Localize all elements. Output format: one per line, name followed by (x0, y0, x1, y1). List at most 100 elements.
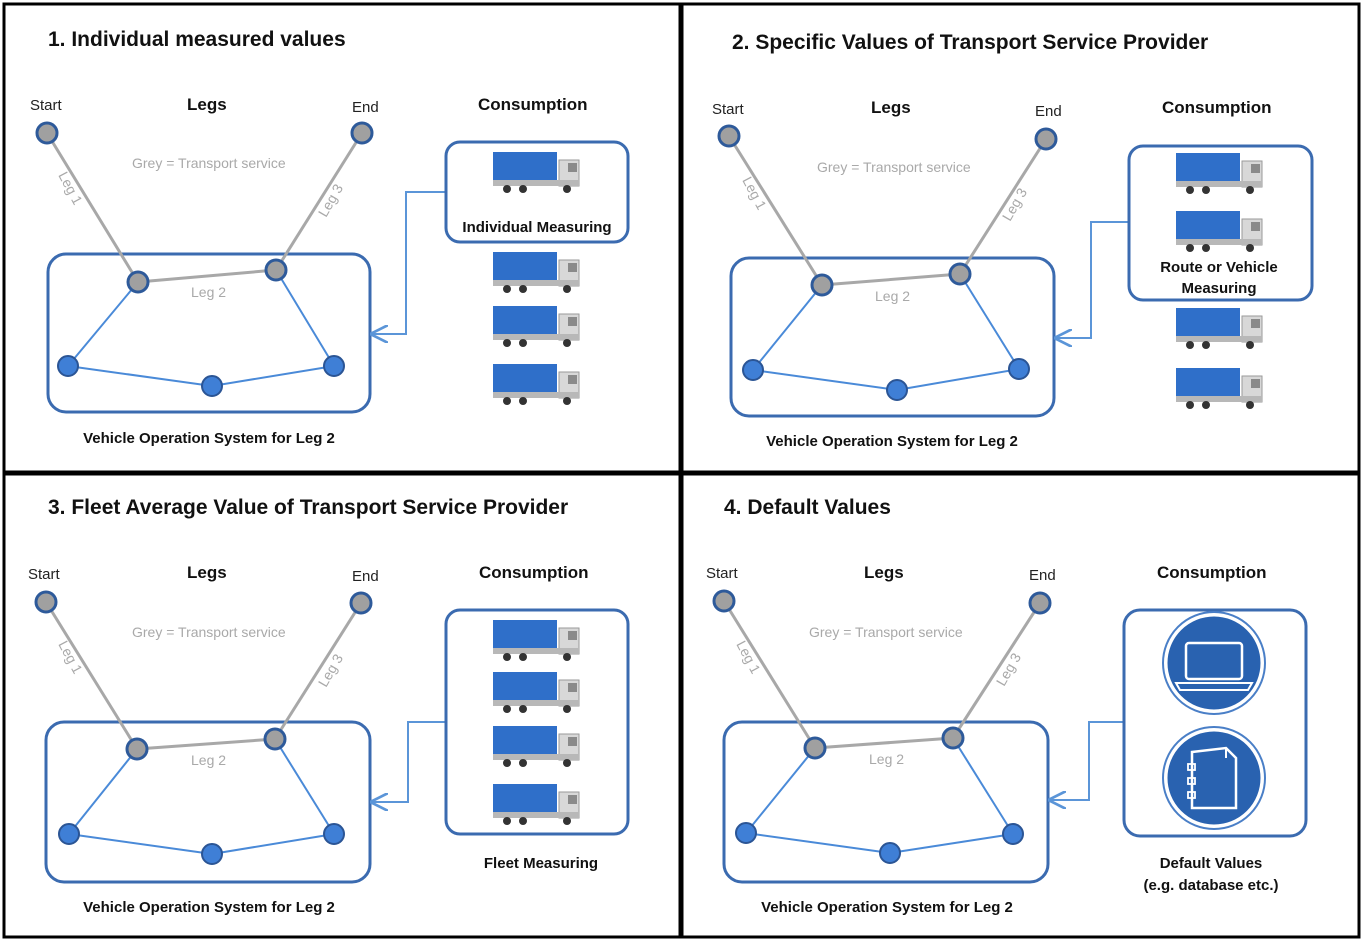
legs-header: Legs (864, 563, 904, 582)
system-label: Vehicle Operation System for Leg 2 (83, 899, 335, 916)
leg-1-line (722, 600, 817, 749)
start-node (34, 590, 58, 614)
route-line (274, 738, 335, 835)
leg-2-line (814, 736, 954, 750)
vehicle-operation-system-box (722, 720, 1050, 884)
leg-3-line (273, 602, 363, 740)
panel-title: 4. Default Values (724, 496, 891, 519)
stop-node (735, 822, 757, 844)
route-line (752, 284, 823, 371)
leg-3-line (951, 602, 1042, 739)
transfer-node (810, 273, 834, 297)
system-label: Vehicle Operation System for Leg 2 (761, 899, 1013, 916)
end-node (349, 591, 373, 615)
route-line (752, 369, 898, 391)
end-label: End (1035, 103, 1062, 120)
route-line (211, 833, 335, 855)
stop-node (201, 843, 223, 865)
legs-header: Legs (187, 95, 227, 114)
stop-node (323, 823, 345, 845)
route-line (67, 281, 139, 367)
truck-icon (492, 305, 580, 348)
stop-node (57, 355, 79, 377)
consumption-header: Consumption (479, 563, 589, 582)
route-line (275, 269, 335, 367)
connector-arrow (1056, 221, 1129, 338)
end-node (350, 121, 374, 145)
route-line (68, 833, 213, 855)
stop-node (742, 359, 764, 381)
consumption-box-label: Individual Measuring (462, 219, 611, 236)
transport-service-note: Grey = Transport service (132, 155, 286, 171)
leg-2-label: Leg 2 (191, 752, 226, 768)
start-label: Start (28, 566, 61, 583)
consumption-box-label: Fleet Measuring (484, 855, 598, 872)
route-line (745, 832, 891, 854)
consumption-box-label: Measuring (1181, 280, 1256, 297)
end-label: End (1029, 567, 1056, 584)
truck-icon (1175, 367, 1263, 410)
leg-2-line (821, 272, 961, 287)
start-node (712, 589, 736, 613)
leg-3-line (958, 138, 1048, 275)
legs-header: Legs (187, 563, 227, 582)
end-node (1034, 127, 1058, 151)
route-line (67, 365, 213, 387)
start-label: Start (30, 97, 63, 114)
route-line (68, 748, 138, 835)
stop-node (1002, 823, 1024, 845)
consumption-box-label: Route or Vehicle (1160, 259, 1278, 276)
panel-frame (2, 472, 682, 939)
book-icon (1162, 726, 1266, 830)
route-line (745, 747, 816, 834)
vehicle-operation-system-box (729, 256, 1056, 418)
transfer-node (263, 727, 287, 751)
consumption-box-label: Default Values (1160, 855, 1263, 872)
transfer-node (948, 262, 972, 286)
panel-2: 2. Specific Values of Transport Service … (680, 2, 1361, 474)
start-node (717, 124, 741, 148)
route-line (952, 737, 1014, 835)
connector-arrow (1050, 721, 1124, 800)
truck-icon (1175, 307, 1263, 350)
consumption-box-label: (e.g. database etc.) (1143, 877, 1278, 894)
route-line (896, 368, 1020, 391)
leg-1-line (727, 135, 824, 286)
panel-frame (680, 2, 1361, 474)
route-line (959, 273, 1020, 370)
panel-title: 2. Specific Values of Transport Service … (732, 31, 1208, 54)
transport-service-note: Grey = Transport service (132, 624, 286, 640)
transfer-node (126, 270, 150, 294)
truck-icon (492, 363, 580, 406)
start-label: Start (712, 101, 745, 118)
consumption-box (444, 608, 630, 836)
system-label: Vehicle Operation System for Leg 2 (766, 433, 1018, 450)
stop-node (58, 823, 80, 845)
panel-1: 1. Individual measured values Start Legs… (2, 2, 682, 474)
vehicle-operation-system-box (46, 252, 372, 414)
leg-2-label: Leg 2 (875, 288, 910, 304)
leg-2-line (137, 268, 277, 284)
panel-frame (2, 2, 682, 474)
consumption-box (444, 140, 630, 244)
leg-1-line (45, 132, 140, 283)
consumption-header: Consumption (1157, 563, 1267, 582)
transfer-node (803, 736, 827, 760)
connector-arrow (372, 191, 446, 334)
transfer-node (125, 737, 149, 761)
panel-title: 1. Individual measured values (48, 28, 346, 51)
end-node (1028, 591, 1052, 615)
route-line (889, 833, 1014, 854)
laptop-icon (1162, 611, 1266, 715)
transport-service-note: Grey = Transport service (809, 624, 963, 640)
leg-1-line (44, 601, 139, 750)
stop-node (879, 842, 901, 864)
panel-4: 4. Default Values Start Legs End Consump… (680, 472, 1361, 939)
leg-3-line (274, 132, 364, 271)
system-label: Vehicle Operation System for Leg 2 (83, 430, 335, 447)
stop-node (1008, 358, 1030, 380)
legs-header: Legs (871, 98, 911, 117)
truck-icon (492, 251, 580, 294)
transport-service-note: Grey = Transport service (817, 159, 971, 175)
